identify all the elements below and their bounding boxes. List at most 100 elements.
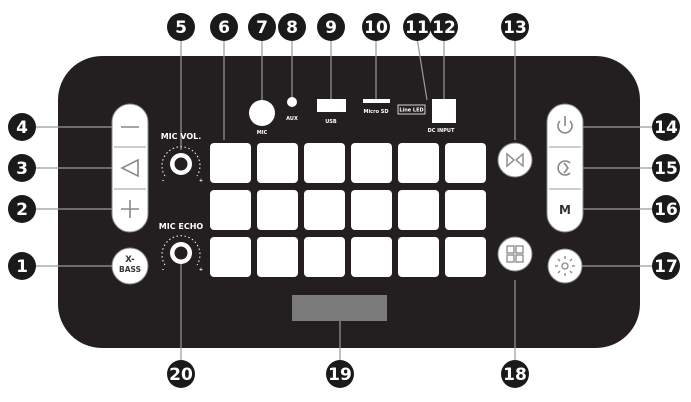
mic-port-label: MIC <box>257 130 268 136</box>
callout-number-10: 10 <box>364 18 388 38</box>
micro-sd-slot[interactable] <box>363 99 390 103</box>
callout-marker-1 <box>8 252 36 280</box>
drum-pad[interactable] <box>398 143 439 183</box>
callout-number-5: 5 <box>175 18 187 38</box>
callout-marker-3 <box>8 154 36 182</box>
grid-button[interactable] <box>497 236 533 272</box>
callout-number-14: 14 <box>654 118 678 138</box>
xbass-button[interactable]: X- BASS <box>111 247 149 285</box>
drum-pad[interactable] <box>304 237 345 277</box>
line-led-label: Line LED <box>399 108 423 114</box>
mic-echo-min-label: - <box>162 267 164 273</box>
callout-number-9: 9 <box>325 18 337 38</box>
drum-pad[interactable] <box>257 237 298 277</box>
callout-marker-15 <box>652 154 680 182</box>
callout-marker-18 <box>501 360 529 388</box>
drum-pad[interactable] <box>398 237 439 277</box>
callout-marker-4 <box>8 113 36 141</box>
mic-vol-label: MIC VOL. <box>161 132 202 141</box>
mic-vol-min-label: - <box>162 178 164 184</box>
drum-pad[interactable] <box>304 190 345 230</box>
drum-pad[interactable] <box>351 143 392 183</box>
callout-marker-14 <box>652 113 680 141</box>
mic-echo-knob[interactable] <box>161 235 201 266</box>
mic-port[interactable] <box>249 100 275 126</box>
callout-number-19: 19 <box>328 365 352 385</box>
callout-marker-9 <box>317 13 345 41</box>
bluetooth-icon <box>557 160 571 176</box>
xbass-label-line2: BASS <box>119 265 141 274</box>
callout-marker-11 <box>403 13 431 41</box>
dc-input-port[interactable] <box>432 99 456 123</box>
leader-11 <box>416 37 428 101</box>
drum-pad[interactable] <box>257 190 298 230</box>
callout-number-17: 17 <box>654 257 678 277</box>
callout-number-20: 20 <box>169 365 193 385</box>
previous-button[interactable] <box>112 147 148 189</box>
play-pause-button[interactable] <box>497 142 533 178</box>
mode-label: M <box>559 203 571 217</box>
leader-lines <box>28 37 666 362</box>
drum-pad-grid <box>210 143 486 277</box>
aux-port-label: AUX <box>286 116 298 122</box>
drum-pad[interactable] <box>445 190 486 230</box>
callout-number-18: 18 <box>503 365 527 385</box>
mic-echo-max-label: + <box>199 267 203 273</box>
callout-number-1: 1 <box>16 257 28 277</box>
callout-marker-10 <box>362 13 390 41</box>
grid-icon <box>506 245 524 263</box>
callout-number-3: 3 <box>16 159 28 179</box>
usb-port-label: USB <box>325 119 337 125</box>
callout-number-4: 4 <box>16 118 28 138</box>
drum-pad[interactable] <box>210 237 251 277</box>
mic-echo-label: MIC ECHO <box>159 222 204 231</box>
usb-port[interactable] <box>317 99 346 112</box>
plus-icon <box>121 200 139 218</box>
drum-pad[interactable] <box>445 143 486 183</box>
power-icon <box>557 116 573 134</box>
drum-pad[interactable] <box>257 143 298 183</box>
callout-marker-13 <box>501 13 529 41</box>
micro-sd-label: Micro SD <box>363 109 388 115</box>
control-panel-body <box>58 56 640 348</box>
volume-button-strip <box>111 103 149 233</box>
mode-button[interactable]: M <box>547 189 583 232</box>
callout-marker-6 <box>210 13 238 41</box>
function-button-strip <box>546 103 584 233</box>
callout-marker-19 <box>326 360 354 388</box>
callout-marker-16 <box>652 195 680 223</box>
callout-number-13: 13 <box>503 18 527 38</box>
drum-pad[interactable] <box>351 237 392 277</box>
mic-vol-knob[interactable] <box>161 146 201 177</box>
display-window <box>292 295 387 321</box>
drum-pad[interactable] <box>304 143 345 183</box>
light-icon <box>555 256 575 276</box>
callout-number-15: 15 <box>654 159 678 179</box>
callout-number-7: 7 <box>256 18 268 38</box>
drum-pad[interactable] <box>445 237 486 277</box>
light-button[interactable] <box>547 248 583 284</box>
dc-input-label: DC INPUT <box>428 128 455 134</box>
callout-number-16: 16 <box>654 200 678 220</box>
aux-port[interactable] <box>287 97 297 107</box>
power-button[interactable] <box>547 104 583 147</box>
minus-button[interactable] <box>112 104 148 147</box>
drum-pad[interactable] <box>398 190 439 230</box>
drum-pad[interactable] <box>210 143 251 183</box>
plus-button[interactable] <box>112 189 148 232</box>
callout-number-2: 2 <box>16 200 28 220</box>
xbass-label-line1: X- <box>125 255 135 265</box>
callout-number-6: 6 <box>218 18 230 38</box>
mic-vol-max-label: + <box>199 178 203 184</box>
bluetooth-button[interactable] <box>547 147 583 189</box>
callout-marker-17 <box>652 252 680 280</box>
callout-marker-5 <box>167 13 195 41</box>
drum-pad[interactable] <box>351 190 392 230</box>
drum-pad[interactable] <box>210 190 251 230</box>
callout-marker-2 <box>8 195 36 223</box>
callout-number-8: 8 <box>286 18 298 38</box>
line-led-indicator: Line LED <box>397 104 426 115</box>
